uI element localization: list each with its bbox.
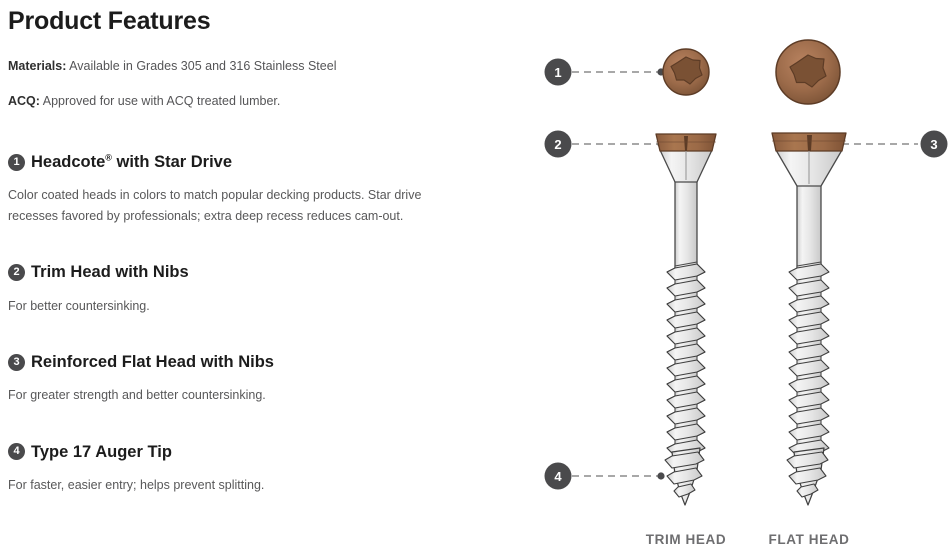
callout-3-badge — [920, 130, 948, 158]
feature-4-body: For faster, easier entry; helps prevent … — [8, 478, 265, 493]
trim-head-caption: TRIM HEAD — [646, 532, 726, 547]
text-panel: Product Features Materials: Available in… — [8, 0, 478, 553]
flat-screw-auger-tip — [786, 447, 829, 506]
spec-acq-label: ACQ: — [8, 93, 40, 108]
trim-screw-tip-thread-3 — [673, 483, 696, 498]
callout-4-number: 4 — [554, 469, 562, 484]
spec-materials: Materials: Available in Grades 305 and 3… — [8, 58, 478, 75]
feature-1-number-badge: 1 — [8, 153, 25, 171]
trim-screw-auger-tip — [664, 447, 705, 506]
trim-screw-drive-recess-slot — [684, 136, 688, 151]
flat-head-top-view — [775, 39, 841, 105]
callout-2-badge — [544, 130, 572, 158]
page-title: Product Features — [8, 7, 211, 35]
flat-screw-threads — [788, 263, 830, 457]
feature-2-number-badge: 2 — [8, 263, 25, 281]
feature-item-3: 3 Reinforced Flat Head with Nibs For gre… — [8, 352, 478, 406]
flat-head-caption: FLAT HEAD — [769, 532, 850, 547]
feature-3-body: For greater strength and better counters… — [8, 388, 266, 403]
trim-head-star-drive-icon — [670, 56, 703, 85]
callout-2-group: 2 — [544, 130, 665, 158]
feature-3-number-badge: 3 — [8, 353, 25, 371]
callout-4-badge — [544, 462, 572, 490]
feature-3-title: Reinforced Flat Head with Nibs — [31, 352, 274, 371]
callout-1-badge — [544, 58, 572, 86]
flat-screw-tip-thread-1 — [786, 451, 829, 469]
callout-2-number: 2 — [554, 137, 561, 152]
spec-acq: ACQ: Approved for use with ACQ treated l… — [8, 93, 478, 110]
trim-screw-tip-thread-1 — [664, 451, 705, 469]
callout-1-group: 1 — [544, 58, 665, 86]
spec-materials-label: Materials: — [8, 59, 67, 73]
spec-acq-value: Approved for use with ACQ treated lumber… — [42, 93, 281, 108]
callout-4-anchor-dot — [657, 472, 665, 480]
callout-3-number: 3 — [930, 137, 937, 152]
feature-1-body: Color coated heads in colors to match po… — [8, 188, 422, 223]
feature-2-title: Trim Head with Nibs — [31, 262, 189, 281]
feature-item-2: 2 Trim Head with Nibs For better counter… — [8, 262, 478, 316]
flat-screw-tip-thread-3 — [796, 483, 819, 498]
callout-4-group: 4 — [544, 462, 665, 490]
flat-screw-tip-thread-2 — [788, 467, 827, 485]
feature-4-number-badge: 4 — [8, 443, 25, 461]
flat-screw-drive-recess-slot — [807, 135, 812, 151]
spec-materials-value: Available in Grades 305 and 316 Stainles… — [69, 59, 337, 73]
flat-head-screw — [771, 132, 847, 506]
feature-3-heading: 3 Reinforced Flat Head with Nibs — [8, 352, 478, 373]
trim-screw-tip-thread-2 — [666, 467, 703, 485]
feature-4-title: Type 17 Auger Tip — [31, 442, 172, 461]
feature-2-body: For better countersinking. — [8, 298, 150, 313]
feature-1-title-main: Headcote — [31, 152, 106, 171]
feature-item-4: 4 Type 17 Auger Tip For faster, easier e… — [8, 442, 478, 496]
feature-1-title-tail: with Star Drive — [111, 152, 233, 171]
feature-4-heading: 4 Type 17 Auger Tip — [8, 442, 478, 463]
callout-3-group: 3 — [835, 130, 948, 158]
feature-1-title: Headcote® with Star Drive — [31, 152, 232, 173]
callout-1-number: 1 — [554, 65, 561, 80]
screw-diagram: 1 2 3 — [544, 39, 948, 547]
illustration-panel: 1 2 3 — [500, 0, 950, 553]
trim-head-screw — [655, 133, 717, 506]
feature-item-1: 1 Headcote® with Star Drive Color coated… — [8, 152, 478, 226]
feature-2-heading: 2 Trim Head with Nibs — [8, 262, 478, 283]
registered-trademark-icon: ® — [105, 152, 112, 163]
trim-head-top-view — [662, 48, 710, 96]
feature-1-heading: 1 Headcote® with Star Drive — [8, 152, 478, 173]
flat-head-star-drive-icon — [789, 54, 827, 88]
